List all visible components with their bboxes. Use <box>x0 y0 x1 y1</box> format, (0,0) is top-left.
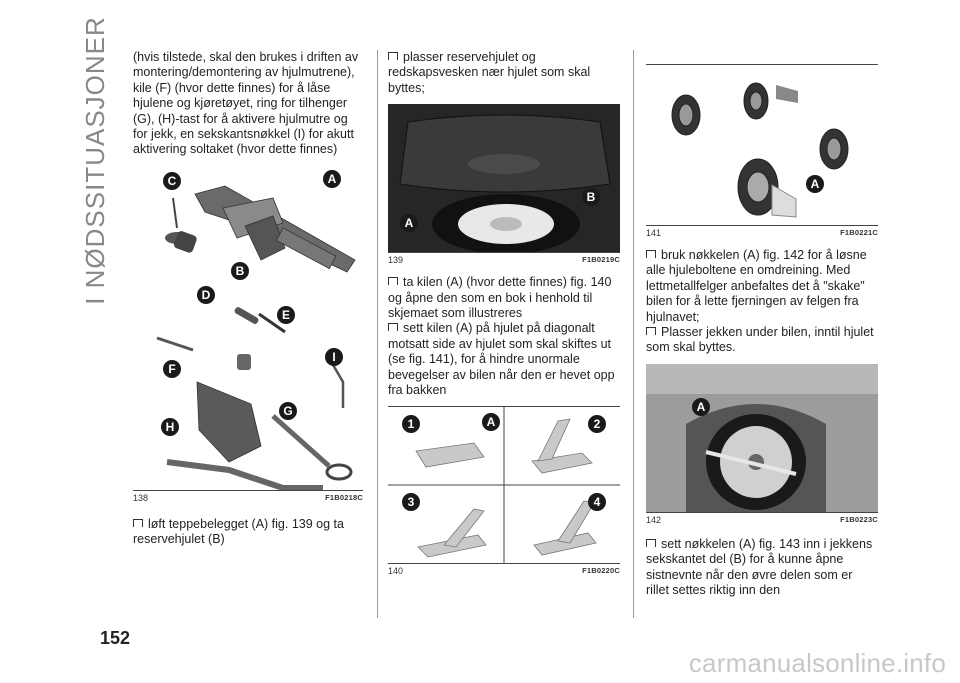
figure-138: C A B D E F I G H <box>133 168 363 491</box>
figure-label: D <box>197 285 215 304</box>
instruction-step: sett nøkkelen (A) fig. 143 inn i jekkens… <box>646 537 878 599</box>
step-text: sett kilen (A) på hjulet på diagonalt mo… <box>388 321 615 398</box>
figure-label: C <box>163 171 181 190</box>
figure-caption: 141 F1B0221C <box>646 228 878 238</box>
figure-code: F1B0223C <box>840 514 878 524</box>
figure-label: A <box>323 169 341 188</box>
figure-number: 142 <box>646 514 662 525</box>
wheel-chock-illustration <box>671 82 849 218</box>
figure-code: F1B0219C <box>582 255 620 265</box>
figure-label: G <box>279 401 297 420</box>
column-divider <box>633 50 634 618</box>
figure-caption: 142 F1B0223C <box>646 515 878 525</box>
figure-label: I <box>325 347 343 366</box>
instruction-step: sett kilen (A) på hjulet på diagonalt mo… <box>388 321 620 398</box>
section-title: I NØDSSITUASJONER <box>80 16 110 305</box>
instruction-step: løft teppebelegget (A) fig. 139 og ta re… <box>133 517 363 548</box>
column-2: plasser reservehjulet og redskapsvesken … <box>388 50 620 576</box>
step-text: løft teppebelegget (A) fig. 139 og ta re… <box>133 516 344 547</box>
figure-number: 141 <box>646 228 662 238</box>
column-1: (hvis tilstede, skal den brukes i drifte… <box>133 50 363 548</box>
figure-label: 4 <box>588 493 606 512</box>
figure-caption: 139 F1B0219C <box>388 255 620 265</box>
column-3: A 141 F1B0221C bruk nøkkelen (A) fig. 14… <box>646 50 878 598</box>
figure-label: A <box>482 413 500 432</box>
figure-label: A <box>400 214 418 233</box>
figure-caption: 138 F1B0218C <box>133 493 363 503</box>
checkbox-bullet-icon <box>646 538 656 547</box>
checkbox-bullet-icon <box>646 327 656 336</box>
figure-caption: 140 F1B0220C <box>388 566 620 576</box>
step-text: plasser reservehjulet og redskapsvesken … <box>388 50 591 95</box>
figure-140: 1 A 2 3 4 <box>388 406 620 565</box>
figure-label: H <box>161 417 179 436</box>
wheel-bolt-wrench-illustration <box>646 363 878 512</box>
figure-code: F1B0218C <box>325 492 363 502</box>
figure-141: A <box>646 64 878 226</box>
figure-code: F1B0221C <box>840 228 878 237</box>
wedge-folding-illustration <box>388 407 620 564</box>
step-text: sett nøkkelen (A) fig. 143 inn i jekkens… <box>646 536 873 598</box>
figure-142: A <box>646 363 878 513</box>
figure-label: A <box>692 397 710 416</box>
checkbox-bullet-icon <box>646 250 656 258</box>
intro-paragraph: (hvis tilstede, skal den brukes i drifte… <box>133 50 359 157</box>
figure-number: 139 <box>388 255 404 266</box>
watermark: carmanualsonline.info <box>688 648 946 678</box>
instruction-step: bruk nøkkelen (A) fig. 142 for å løsne a… <box>646 248 878 325</box>
spare-wheel-illustration <box>388 104 620 255</box>
figure-label: B <box>231 261 249 280</box>
figure-label: 1 <box>402 415 420 434</box>
step-text: bruk nøkkelen (A) fig. 142 for å løsne a… <box>646 248 867 324</box>
checkbox-bullet-icon <box>133 518 143 527</box>
tool-kit-illustration <box>156 185 356 491</box>
figure-number: 140 <box>388 566 404 577</box>
figure-label: F <box>163 359 181 378</box>
figure-number: 138 <box>133 492 149 503</box>
checkbox-bullet-icon <box>388 277 398 286</box>
figure-code: F1B0220C <box>582 566 620 576</box>
figure-label: A <box>806 175 824 193</box>
instruction-step: plasser reservehjulet og redskapsvesken … <box>388 50 620 96</box>
column-divider <box>377 50 378 618</box>
instruction-step: Plasser jekken under bilen, inntil hjule… <box>646 325 878 356</box>
figure-label: 3 <box>402 493 420 512</box>
checkbox-bullet-icon <box>388 323 398 332</box>
figure-139: A B <box>388 104 620 255</box>
page-number: 152 <box>100 628 131 648</box>
section-title-text: I NØDSSITUASJONER <box>79 15 110 305</box>
instruction-step: ta kilen (A) (hvor dette finnes) fig. 14… <box>388 275 620 321</box>
figure-label: E <box>277 305 295 324</box>
checkbox-bullet-icon <box>388 52 398 60</box>
figure-label: B <box>582 188 600 207</box>
figure-label: 2 <box>588 415 606 434</box>
step-text: Plasser jekken under bilen, inntil hjule… <box>646 325 874 355</box>
step-text: ta kilen (A) (hvor dette finnes) fig. 14… <box>388 275 612 321</box>
